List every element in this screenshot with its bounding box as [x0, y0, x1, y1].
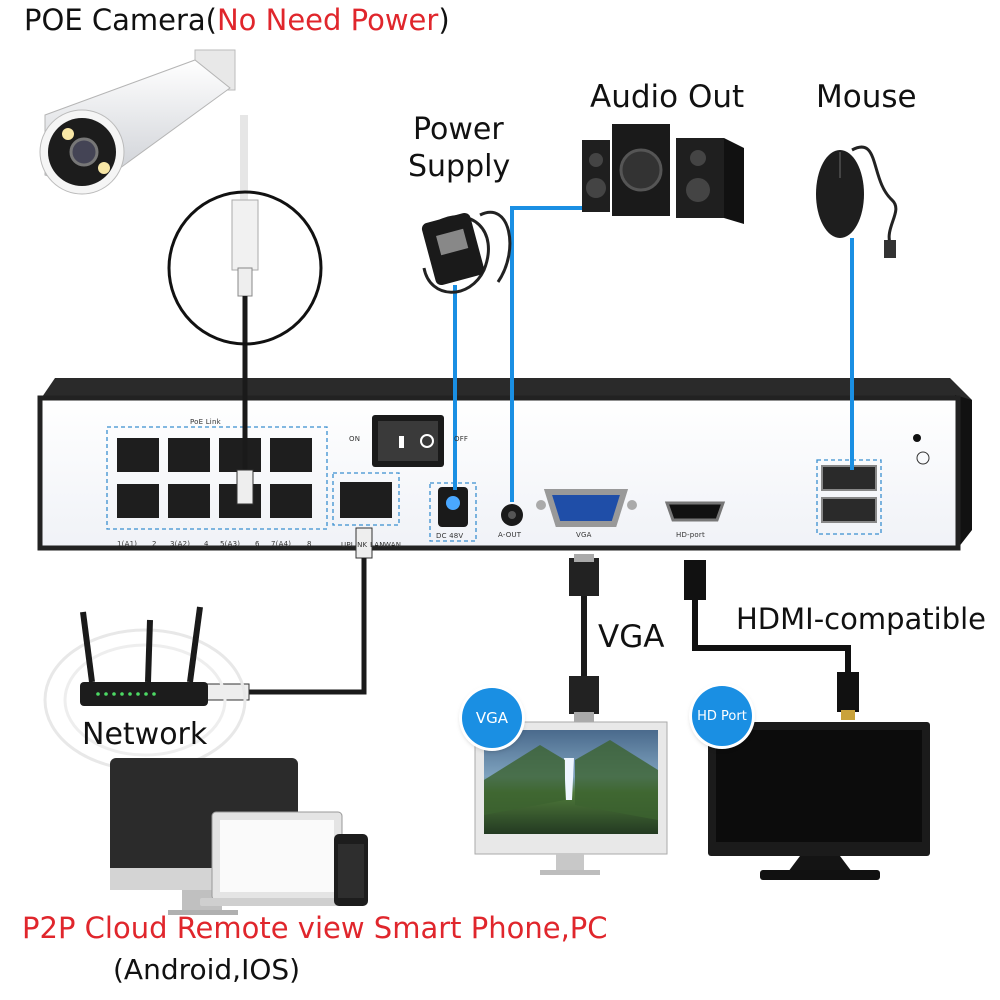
hdmi-monitor [708, 722, 930, 880]
ground-symbol [916, 451, 930, 465]
poe-camera [39, 49, 236, 195]
mouse-label: Mouse [816, 79, 917, 115]
router-antenna-1 [80, 611, 95, 683]
port-label-1: 1(A1) [117, 540, 138, 548]
platforms-label: (Android,IOS) [113, 953, 301, 986]
uplink-label: UPLINK [341, 541, 368, 549]
port-label-8: 8 [307, 540, 312, 548]
router-body [80, 682, 208, 706]
blue-guide-lines [453, 206, 854, 502]
uplink-port-group [332, 472, 400, 526]
camera-ethernet-cable [167, 115, 323, 505]
port-label-6: 6 [255, 540, 260, 548]
speakers [582, 124, 744, 224]
vga-port [543, 489, 629, 527]
power-supply-label-line1: Power [413, 112, 504, 147]
hdmi-port [664, 501, 726, 522]
nvr-back-panel [37, 395, 961, 551]
poe-port-1 [117, 438, 159, 472]
port-label-4: 4 [204, 540, 209, 548]
poe-port-4 [168, 484, 210, 518]
power-switch-rocker [378, 421, 438, 461]
nvr-top-edge [40, 378, 972, 400]
p2p-label: P2P Cloud Remote view Smart Phone,PC [22, 911, 608, 945]
wan-label: WAN [384, 541, 402, 549]
network-cable [206, 527, 373, 701]
poe-port-3 [168, 438, 210, 472]
vga-monitor [474, 721, 668, 875]
hdmi-monitor-screen [716, 730, 922, 842]
switch-on-mark [399, 436, 404, 448]
switch-on-label: ON [349, 435, 361, 443]
poe-port-row-top [117, 438, 312, 472]
hdport-label: HD-port [676, 531, 705, 539]
port-label-2: 2 [152, 540, 157, 548]
router-antenna-3 [187, 606, 203, 683]
camera-label-prefix: POE Camera( [24, 3, 217, 37]
poe-port-7 [270, 438, 312, 472]
vga-screw-right [627, 500, 637, 510]
hdport-badge: HD Port [692, 686, 752, 746]
camera-label-suffix: ) [438, 3, 450, 37]
router [43, 606, 247, 772]
port-label-7: 7(A4) [271, 540, 292, 548]
ground-screw [913, 434, 921, 442]
remote-devices [110, 758, 368, 915]
hdmi-cable [684, 560, 859, 720]
camera-label-highlight: No Need Power [216, 3, 439, 37]
left-speaker [582, 140, 610, 212]
switch-off-mark [420, 434, 434, 448]
audio-out-label: Audio Out [590, 79, 745, 115]
usb-port-2 [821, 497, 877, 523]
uplink-port [340, 482, 392, 518]
waterfall [564, 758, 574, 800]
router-antenna-2 [145, 619, 153, 683]
mouse-device [816, 145, 898, 258]
dc-label: DC 48V [436, 532, 464, 540]
power-adapter [421, 211, 512, 294]
aout-label: A-OUT [498, 531, 522, 539]
connector-zoom-circle [167, 190, 323, 346]
port-label-5: 5(A3) [220, 540, 241, 548]
vga-screw-left [536, 500, 546, 510]
vga-badge: VGA [462, 688, 522, 748]
poe-port-5 [219, 438, 261, 472]
poe-link-label: PoE Link [190, 418, 221, 426]
audio-out-jack-hole [508, 511, 516, 519]
camera-label: POE Camera(No Need Power) [24, 6, 450, 35]
vga-cable [569, 554, 599, 722]
dc-jack-pin [446, 496, 460, 510]
audio-line [510, 206, 585, 502]
usb-port-1 [821, 465, 877, 491]
usb-port-group [816, 459, 882, 535]
lan-label: LAN [370, 541, 385, 549]
power-supply-label-line2: Supply [408, 149, 511, 184]
network-label: Network [82, 717, 208, 752]
port-label-3: 3(A2) [170, 540, 191, 548]
vga-port-label: VGA [576, 531, 592, 539]
hdmi-label: HDMI-compatible [736, 602, 987, 636]
nvr-recorder [37, 378, 972, 551]
switch-off-label: OFF [454, 435, 469, 443]
vga-label: VGA [598, 619, 665, 655]
poe-port-row-bottom [117, 484, 312, 518]
right-speaker [676, 138, 724, 218]
poe-port-2 [117, 484, 159, 518]
poe-port-8 [270, 484, 312, 518]
